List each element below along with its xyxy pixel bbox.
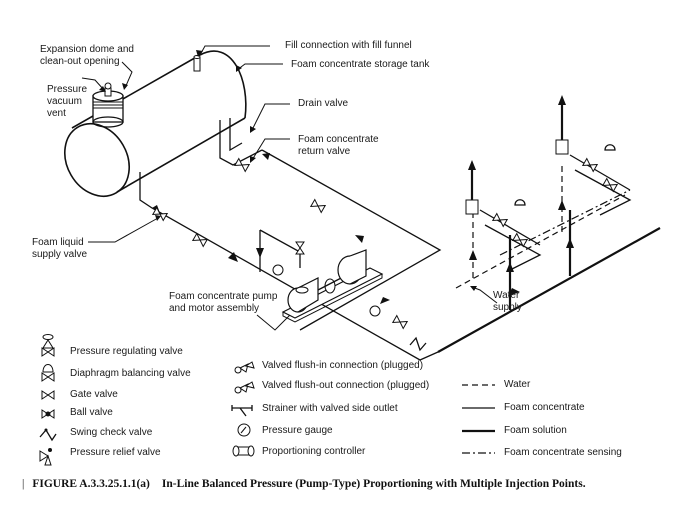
valved-flush-in-icon xyxy=(234,361,255,374)
legend-label: Pressure relief valve xyxy=(70,447,161,458)
legend-label: Proportioning controller xyxy=(262,446,366,457)
strainer-icon xyxy=(231,405,253,417)
caption-marker: | xyxy=(22,478,25,490)
legend-label: Foam solution xyxy=(504,425,567,436)
legend-label: Foam concentrate xyxy=(504,402,585,413)
callout-storage-tank: Foam concentrate storage tank xyxy=(291,59,430,70)
foam-concentrate-piping xyxy=(139,118,442,361)
callout-foam-liquid-supply-valve: Foam liquid supply valve xyxy=(32,237,88,260)
legend-label: Ball valve xyxy=(70,407,113,418)
pump-motor-assembly xyxy=(281,249,384,323)
swing-check-valve-icon xyxy=(39,428,57,442)
pressure-gauge-icon xyxy=(237,423,251,437)
legend-label: Gate valve xyxy=(70,389,118,400)
pressure-relief-valve-icon xyxy=(39,448,52,466)
legend-label: Pressure regulating valve xyxy=(70,346,183,357)
callout-fill-connection: Fill connection with fill funnel xyxy=(285,40,412,51)
water-piping xyxy=(455,165,631,289)
legend-label: Pressure gauge xyxy=(262,425,333,436)
legend-label: Swing check valve xyxy=(70,427,153,438)
diaphragm-balancing-valve-icon xyxy=(41,364,55,382)
legend-icons-fittings xyxy=(231,361,255,457)
gate-valve-icon xyxy=(41,390,55,400)
callout-water-supply: Water supply xyxy=(493,290,522,313)
injection-manifold-1 xyxy=(465,160,542,271)
legend-label: Water xyxy=(504,379,531,390)
legend-icons-valves xyxy=(39,334,57,466)
legend-label: Diaphragm balancing valve xyxy=(70,368,191,379)
callout-return-valve: Foam concentrate return valve xyxy=(298,134,379,157)
callout-pressure-vacuum-vent: Pressure vacuum vent xyxy=(47,84,88,119)
callout-expansion-dome: Expansion dome and clean-out opening xyxy=(40,44,134,67)
legend-label: Valved flush-out connection (plugged) xyxy=(262,380,430,391)
callout-pump-motor: Foam concentrate pump and motor assembly xyxy=(169,291,278,314)
figure-title: In-Line Balanced Pressure (Pump-Type) Pr… xyxy=(161,478,586,490)
legend-label: Strainer with valved side outlet xyxy=(262,403,398,414)
legend-label: Foam concentrate sensing xyxy=(504,447,622,458)
legend-label: Valved flush-in connection (plugged) xyxy=(262,360,424,371)
callout-drain-valve: Drain valve xyxy=(298,98,349,109)
injection-manifold-2 xyxy=(555,95,632,216)
figure-caption: | FIGURE A.3.3.25.1.1(a) In-Line Balanced … xyxy=(22,478,586,490)
legend-line-samples xyxy=(462,384,495,454)
proportioning-controller-icon xyxy=(232,445,255,457)
ball-valve-icon xyxy=(41,409,55,419)
foam-solution-piping xyxy=(437,210,661,353)
valved-flush-out-icon xyxy=(234,381,255,394)
callout-leaders xyxy=(81,45,498,331)
figure-number: FIGURE A.3.3.25.1.1(a) xyxy=(32,478,150,490)
pressure-regulating-valve-icon xyxy=(41,334,55,357)
foam-concentrate-storage-tank xyxy=(64,50,247,197)
